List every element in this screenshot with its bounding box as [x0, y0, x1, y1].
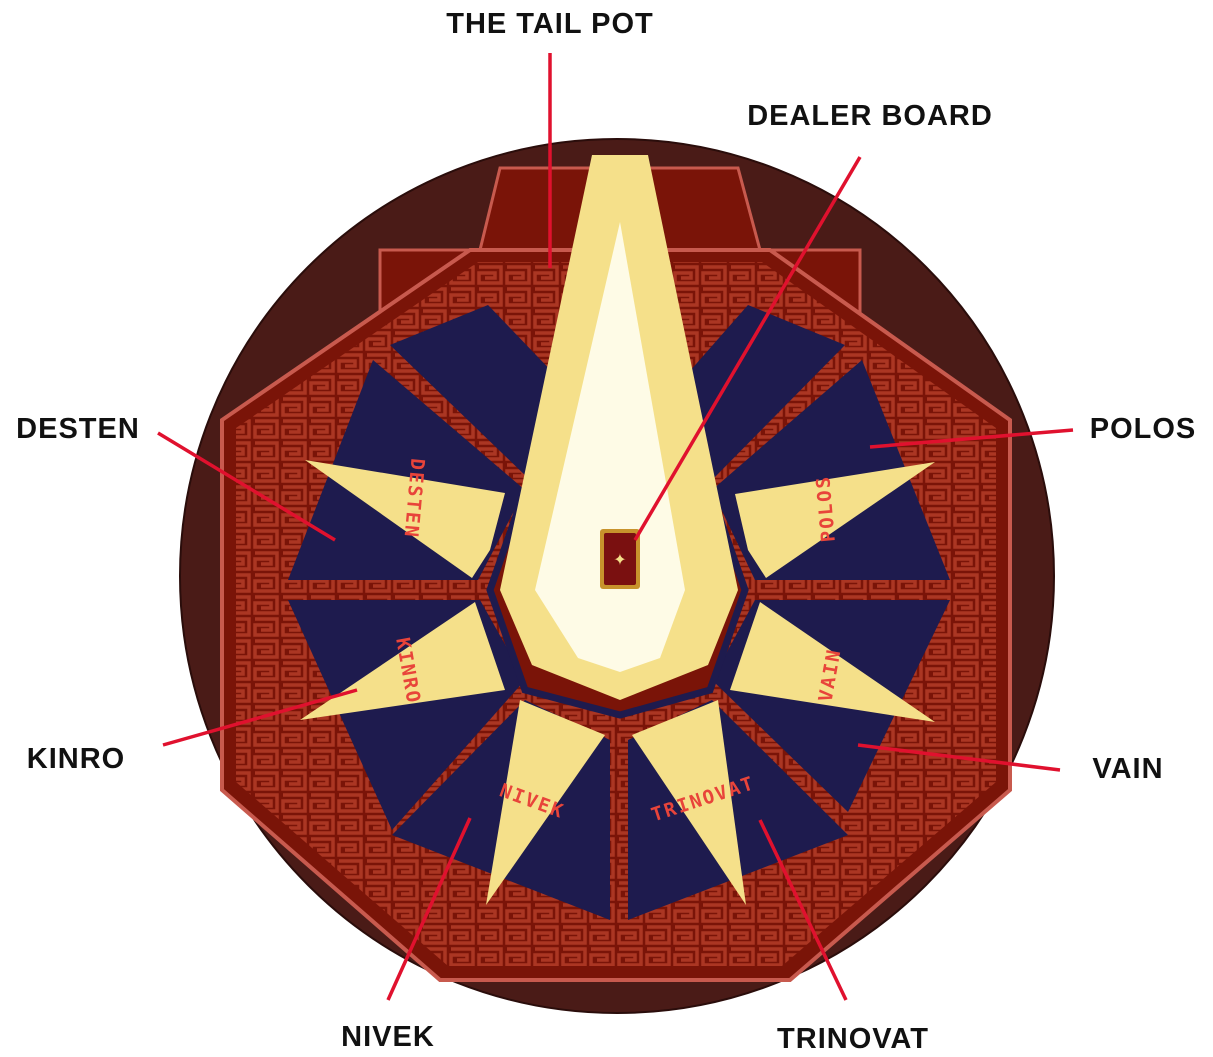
label-dealer-board: DEALER BOARD	[747, 100, 993, 132]
label-nivek: NIVEK	[341, 1021, 435, 1053]
label-polos: POLOS	[1090, 413, 1197, 445]
dealer-board: ✦	[600, 529, 640, 589]
label-desten: DESTEN	[16, 413, 140, 445]
label-trinovat: TRINOVAT	[777, 1023, 929, 1055]
label-kinro: KINRO	[27, 743, 125, 775]
label-tail-pot: THE TAIL POT	[446, 8, 653, 40]
dealer-star-icon: ✦	[613, 550, 626, 569]
label-vain: VAIN	[1092, 753, 1163, 785]
